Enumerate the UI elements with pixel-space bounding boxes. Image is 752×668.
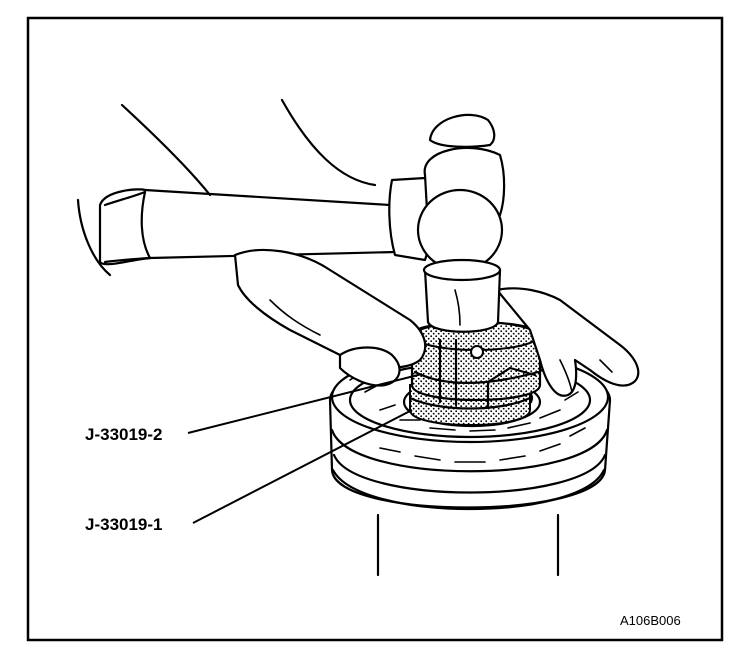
leader-line-j-33019-2 xyxy=(187,373,423,434)
tool-j-33019-2 xyxy=(410,321,542,410)
callout-j-33019-2: J-33019-2 xyxy=(85,425,163,444)
hammer-icon xyxy=(98,113,506,333)
arm-outline xyxy=(76,98,377,277)
hand-icon xyxy=(495,287,640,397)
hand-left-icon xyxy=(233,248,427,387)
leader-line-j-33019-1 xyxy=(192,409,413,524)
callout-j-33019-1: J-33019-1 xyxy=(85,515,163,534)
figure-id: A106B006 xyxy=(620,613,681,628)
